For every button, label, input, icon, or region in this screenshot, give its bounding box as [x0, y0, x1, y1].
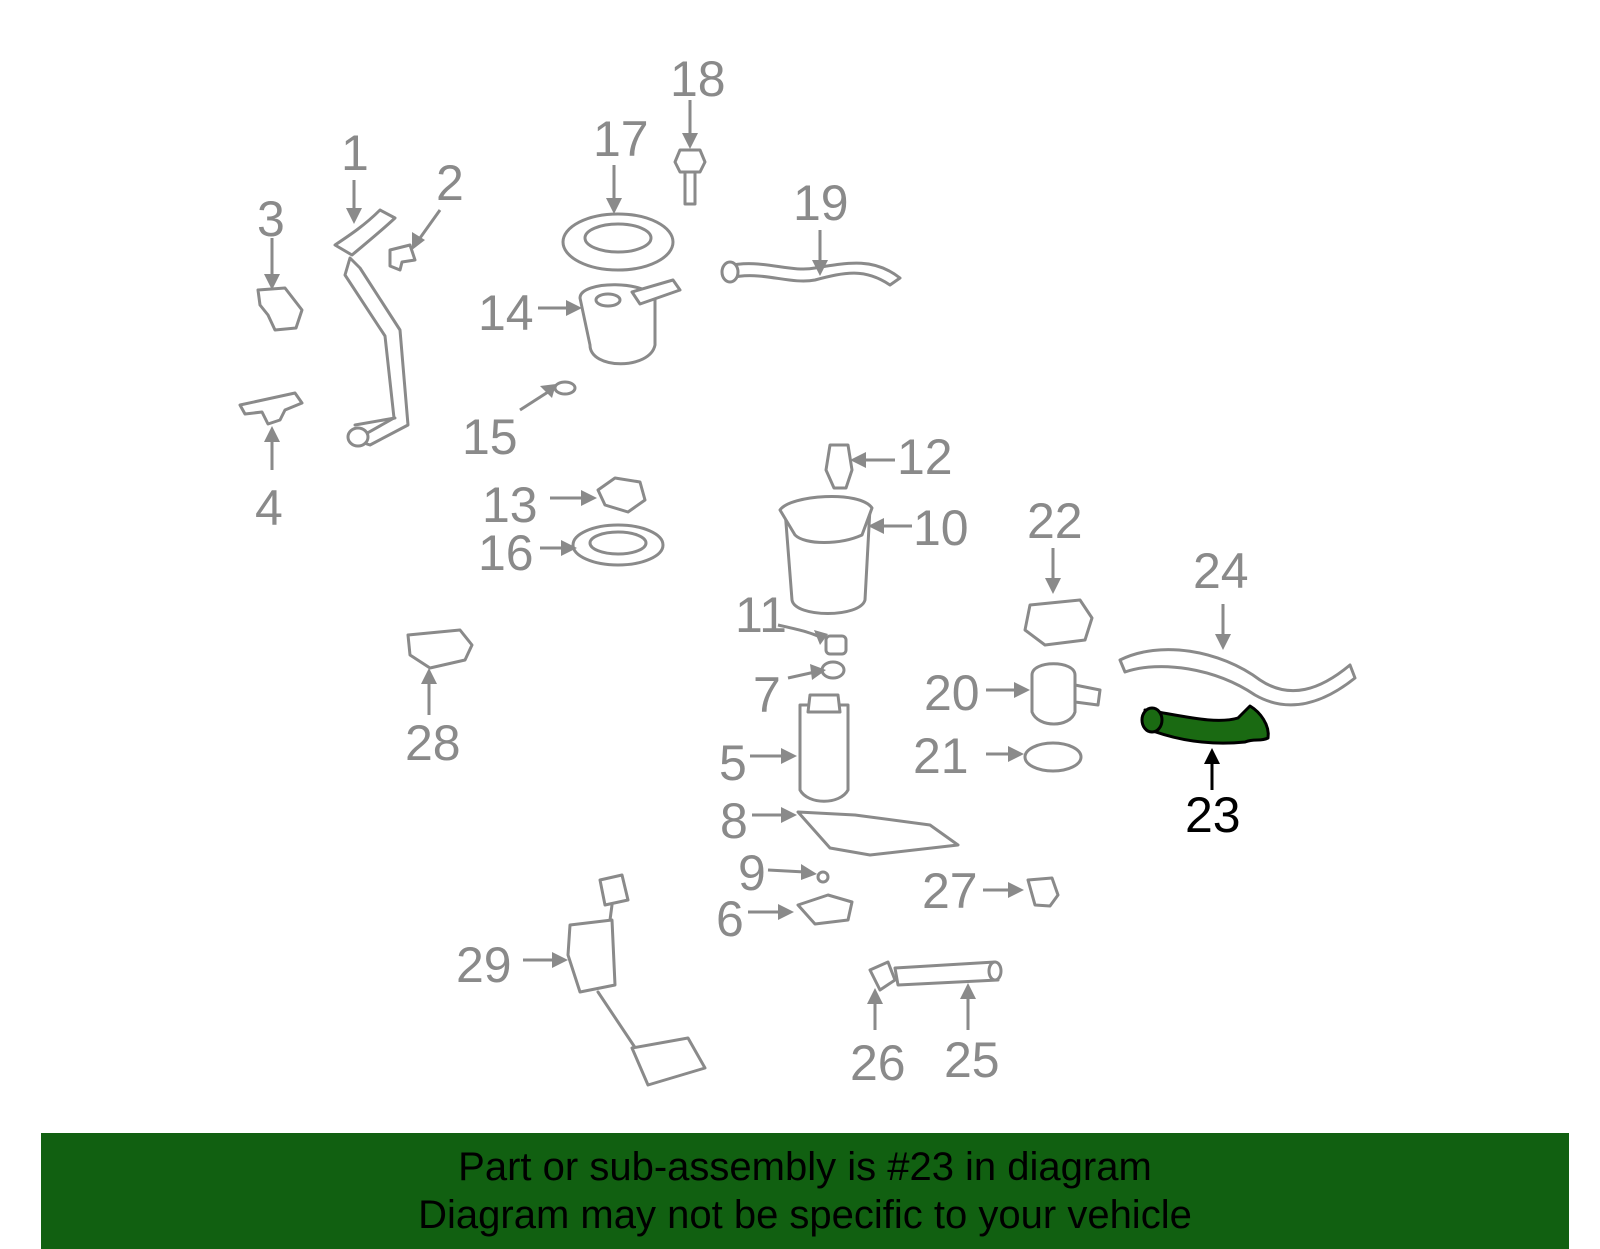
part-26-clip[interactable] — [868, 960, 897, 992]
part-20-valve[interactable] — [1030, 662, 1102, 726]
callout-20: 20 — [924, 665, 980, 721]
callout-29: 29 — [456, 937, 512, 993]
callout-27: 27 — [922, 863, 978, 919]
callout-5: 5 — [719, 735, 747, 791]
callout-3: 3 — [257, 191, 285, 247]
part-19-vent-hose[interactable] — [720, 260, 902, 287]
callout-25: 25 — [944, 1032, 1000, 1088]
leader-arrows — [264, 100, 1231, 1030]
callout-26: 26 — [850, 1035, 906, 1091]
callout-8: 8 — [720, 793, 748, 849]
part-2-clip[interactable] — [388, 243, 417, 272]
banner-line-disclaimer: Diagram may not be specific to your vehi… — [418, 1193, 1192, 1237]
callout-28: 28 — [405, 715, 461, 771]
part-29-level-sender[interactable] — [566, 873, 707, 1087]
part-17-lock-ring[interactable] — [561, 212, 675, 272]
callout-15: 15 — [462, 409, 518, 465]
part-1-filler-pipe[interactable] — [333, 208, 410, 448]
callout-4: 4 — [255, 480, 283, 536]
callout-12: 12 — [897, 429, 953, 485]
callout-18: 18 — [670, 51, 726, 107]
part-6-cap[interactable] — [796, 893, 854, 926]
part-4-clamp[interactable] — [238, 391, 304, 426]
part-11-grommet[interactable] — [824, 634, 848, 656]
part-23-hose-highlighted[interactable] — [1140, 704, 1270, 745]
part-3-bracket[interactable] — [256, 286, 304, 332]
callout-14: 14 — [478, 285, 534, 341]
callout-2: 2 — [436, 155, 464, 211]
callout-23-highlighted: 23 — [1185, 787, 1241, 843]
part-13-cap[interactable] — [596, 476, 647, 514]
callout-21: 21 — [913, 728, 969, 784]
part-18-bolt[interactable] — [673, 148, 707, 206]
callout-24: 24 — [1193, 543, 1249, 599]
part-15-o-ring[interactable] — [553, 380, 577, 396]
callout-19: 19 — [793, 175, 849, 231]
part-22-cap[interactable] — [1023, 598, 1094, 647]
callout-22: 22 — [1027, 493, 1083, 549]
callout-16: 16 — [478, 525, 534, 581]
part-16-seal[interactable] — [571, 523, 665, 567]
callout-11: 11 — [735, 587, 787, 643]
part-5-fuel-pump[interactable] — [798, 693, 850, 803]
part-9-washer[interactable] — [816, 870, 830, 884]
part-25-hose[interactable] — [893, 960, 1003, 987]
part-24-hose[interactable] — [1118, 648, 1357, 707]
banner-line-part-number: Part or sub-assembly is #23 in diagram — [458, 1145, 1152, 1189]
part-14-sender-unit[interactable] — [578, 278, 682, 366]
part-10-reservoir[interactable] — [778, 494, 874, 615]
callout-6: 6 — [716, 891, 744, 947]
callout-9: 9 — [738, 845, 766, 901]
callout-13: 13 — [482, 477, 538, 533]
callout-17: 17 — [593, 111, 649, 167]
part-8-strainer[interactable] — [796, 810, 960, 857]
callout-7: 7 — [753, 667, 781, 723]
part-28-connector[interactable] — [406, 628, 474, 670]
callout-labels: 1 2 3 4 5 6 7 8 9 10 11 12 13 14 15 16 1… — [255, 51, 1249, 1091]
part-21-grommet[interactable] — [1023, 741, 1083, 773]
callout-1: 1 — [341, 125, 369, 181]
part-12-fitting[interactable] — [824, 443, 854, 490]
callout-10: 10 — [913, 500, 969, 556]
info-banner: Part or sub-assembly is #23 in diagram D… — [41, 1133, 1569, 1249]
part-27-clip[interactable] — [1026, 876, 1060, 908]
